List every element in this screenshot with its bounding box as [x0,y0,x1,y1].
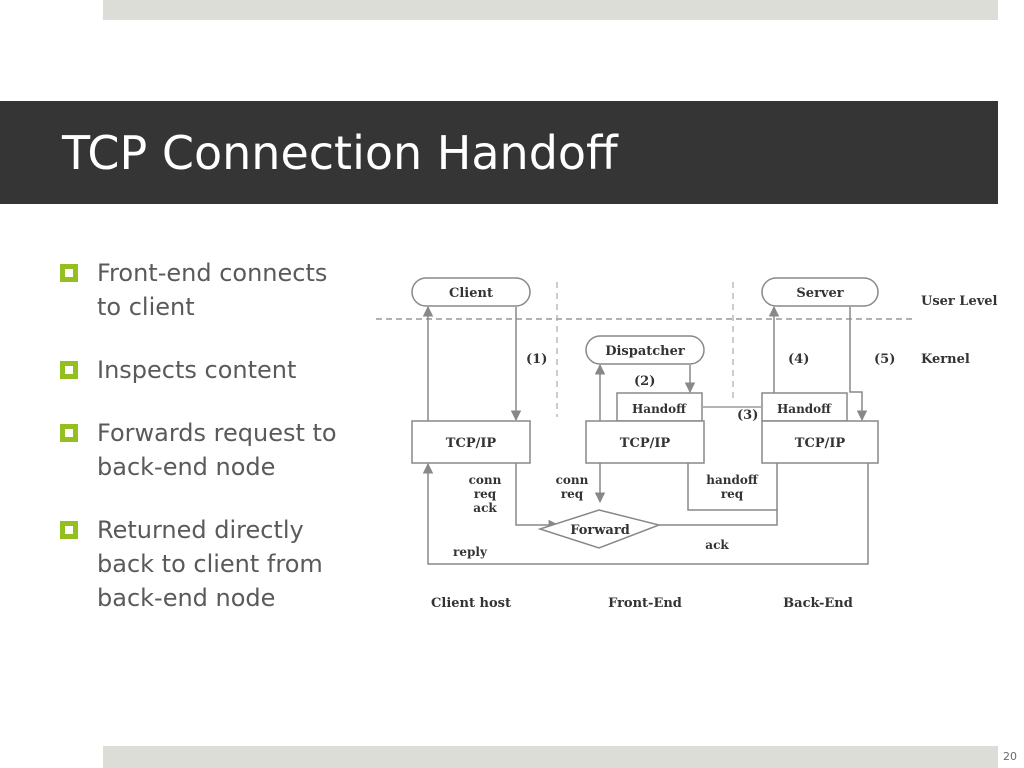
arrow-server-tcpip-down [849,307,868,422]
handoff-front-box [616,392,703,422]
bullet-line: Front-end connects [97,259,328,287]
server-label: Server [796,286,843,301]
client-req-label: req [474,487,497,501]
bullet-line: Returned directly [97,516,304,544]
client-label: Client [449,286,493,301]
step-3-label: (3) [737,408,758,423]
front-end-label: Front-End [608,596,682,611]
forward-diamond [537,509,662,549]
client-node [411,277,531,307]
handoff-back-label: Handoff [777,402,832,416]
user-level-label: User Level [921,294,998,309]
bullet-line: back-end node [97,453,276,481]
kernel-label: Kernel [921,352,970,367]
tcpip-back-box [761,420,879,464]
handoff-back-box [761,392,848,422]
top-decor-band [103,0,998,20]
step-5-label: (5) [874,352,895,367]
server-node [761,277,879,307]
bullet-line: back-end node [97,584,276,612]
bottom-decor-band [103,746,998,768]
client-ack-label: ack [473,501,497,515]
handoff-req-label-1: handoff [706,473,759,487]
bullet-item: Front-end connects to client [60,256,327,324]
square-bullet-icon [60,264,78,282]
tcpip-front-label: TCP/IP [620,436,671,451]
step-2-label: (2) [634,374,655,389]
reply-label: reply [453,545,488,559]
line-forward-to-back [659,510,778,526]
line-client-to-forward [515,463,537,526]
handoff-req-label-2: req [721,487,744,501]
bullet-line: Forwards request to [97,419,337,447]
line-reply-to-client [422,462,869,565]
tcpip-front-box [585,420,705,464]
line-handoff-req [687,463,778,511]
step-1-label: (1) [526,352,547,367]
step-4-label: (4) [788,352,809,367]
bullet-item: Returned directly back to client from ba… [60,513,323,615]
tcpip-client-label: TCP/IP [446,436,497,451]
bullet-line: Inspects content [97,356,297,384]
front-conn-label: conn [556,473,589,487]
square-bullet-icon [60,361,78,379]
forward-label: Forward [570,523,630,538]
bullet-item: Forwards request to back-end node [60,416,337,484]
dispatcher-node [585,335,705,365]
tcpip-back-label: TCP/IP [795,436,846,451]
slide-title: TCP Connection Handoff [62,126,618,180]
square-bullet-icon [60,424,78,442]
title-bar [0,101,998,204]
client-host-label: Client host [431,596,511,611]
front-req-label: req [561,487,584,501]
slide-number: 20 [1003,750,1017,763]
back-end-label: Back-End [783,596,853,611]
tcpip-client-box [411,420,531,464]
client-conn-label: conn [469,473,502,487]
tcp-handoff-diagram: Client Server User Level Kernel Dispatch… [376,277,998,611]
ack-label: ack [705,538,729,552]
bullet-item: Inspects content [60,353,296,387]
bullet-line: to client [97,293,195,321]
square-bullet-icon [60,521,78,539]
bullet-line: back to client from [97,550,323,578]
handoff-front-label: Handoff [632,402,687,416]
dispatcher-label: Dispatcher [605,344,685,359]
